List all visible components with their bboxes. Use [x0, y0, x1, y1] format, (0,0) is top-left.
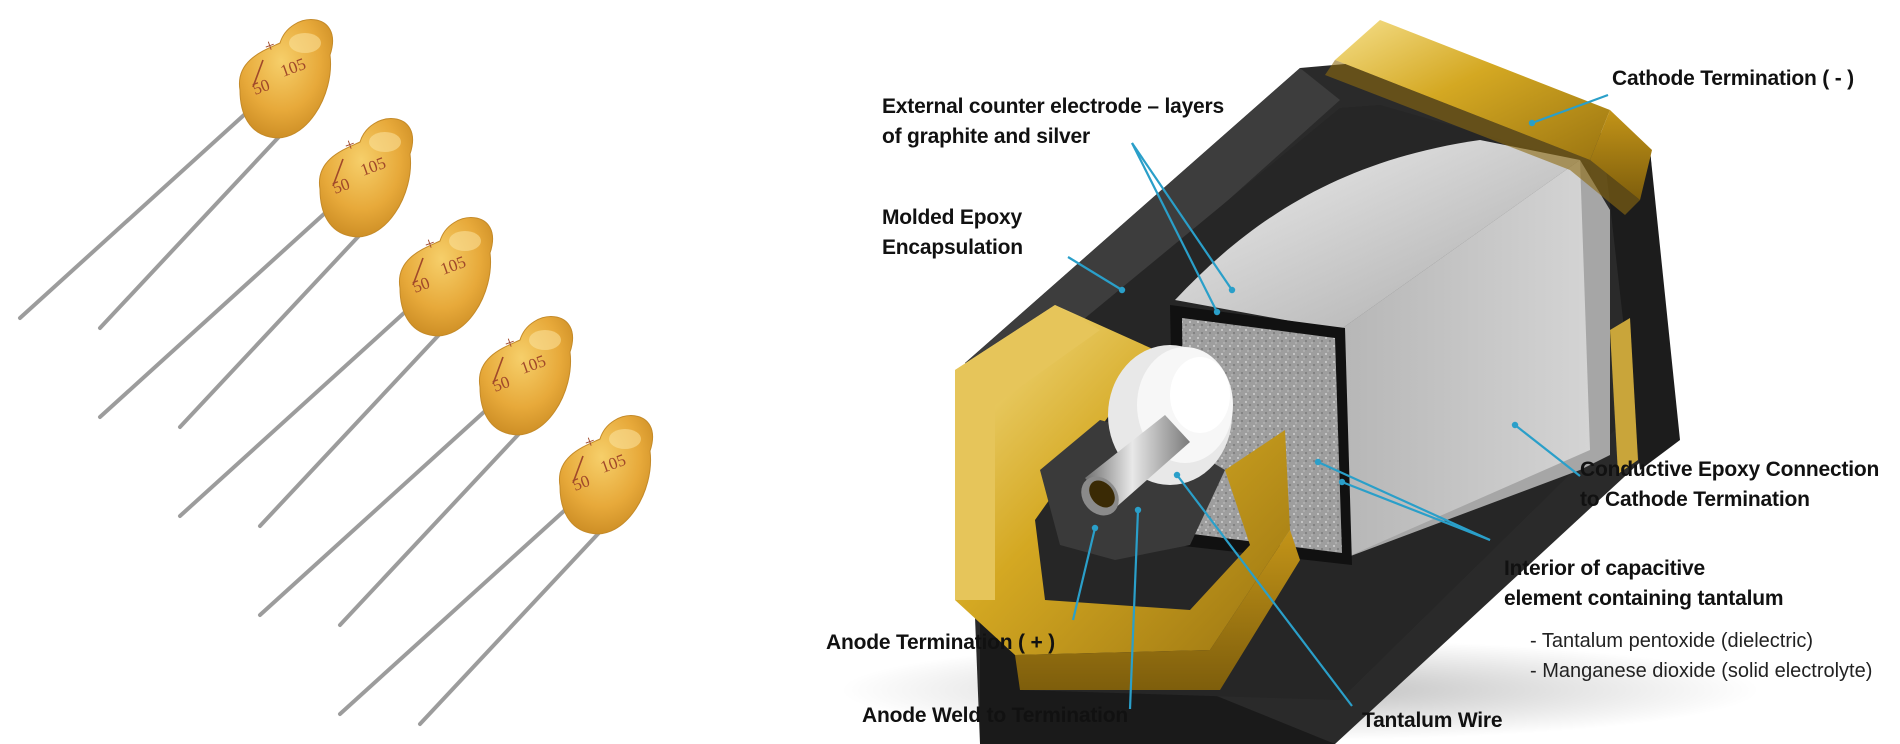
leader-lines: [1067, 93, 1609, 710]
label-anode-termination: Anode Termination ( + ): [826, 631, 1055, 654]
conductive-epoxy-strip: [1610, 318, 1638, 474]
lead-wire: [258, 400, 497, 617]
lead-wire: [98, 202, 337, 419]
lead-wire: [338, 420, 532, 627]
bead-highlight: [289, 33, 321, 53]
lead-wire: [18, 103, 257, 320]
lead-wire: [258, 321, 452, 528]
label-interior-capacitive-element: Interior of capacitive element containin…: [1504, 557, 1784, 610]
cutaway-diagram: [840, 20, 1760, 744]
lead-wire: [178, 222, 372, 429]
label-external-counter-electrode: External counter electrode – layers of g…: [882, 95, 1224, 148]
label-anode-weld: Anode Weld to Termination: [862, 704, 1129, 727]
bead-highlight: [529, 330, 561, 350]
label-tantalum-wire: Tantalum Wire: [1362, 709, 1503, 732]
lead-wire: [418, 519, 612, 726]
lead-wire: [98, 123, 292, 330]
interior-notes: - Tantalum pentoxide (dielectric) - Mang…: [1530, 630, 1873, 682]
lead-wire: [178, 301, 417, 518]
tantalum-wire: [1081, 415, 1190, 516]
label-cathode-termination: Cathode Termination ( - ): [1612, 67, 1854, 90]
bead-highlight: [449, 231, 481, 251]
label-conductive-epoxy: Conductive Epoxy Connection to Cathode T…: [1580, 458, 1880, 511]
marking-bar: [332, 158, 344, 187]
bead-highlight: [369, 132, 401, 152]
bead-highlight: [609, 429, 641, 449]
marking-bar: [412, 257, 424, 286]
marking-bar: [492, 356, 504, 385]
cathode-termination: [1325, 20, 1652, 215]
leader-dots: [1091, 119, 1536, 532]
lead-wire: [338, 499, 577, 716]
label-molded-epoxy: Molded Epoxy Encapsulation: [882, 206, 1023, 259]
marking-bar: [572, 455, 584, 484]
marking-bar: [252, 59, 264, 88]
